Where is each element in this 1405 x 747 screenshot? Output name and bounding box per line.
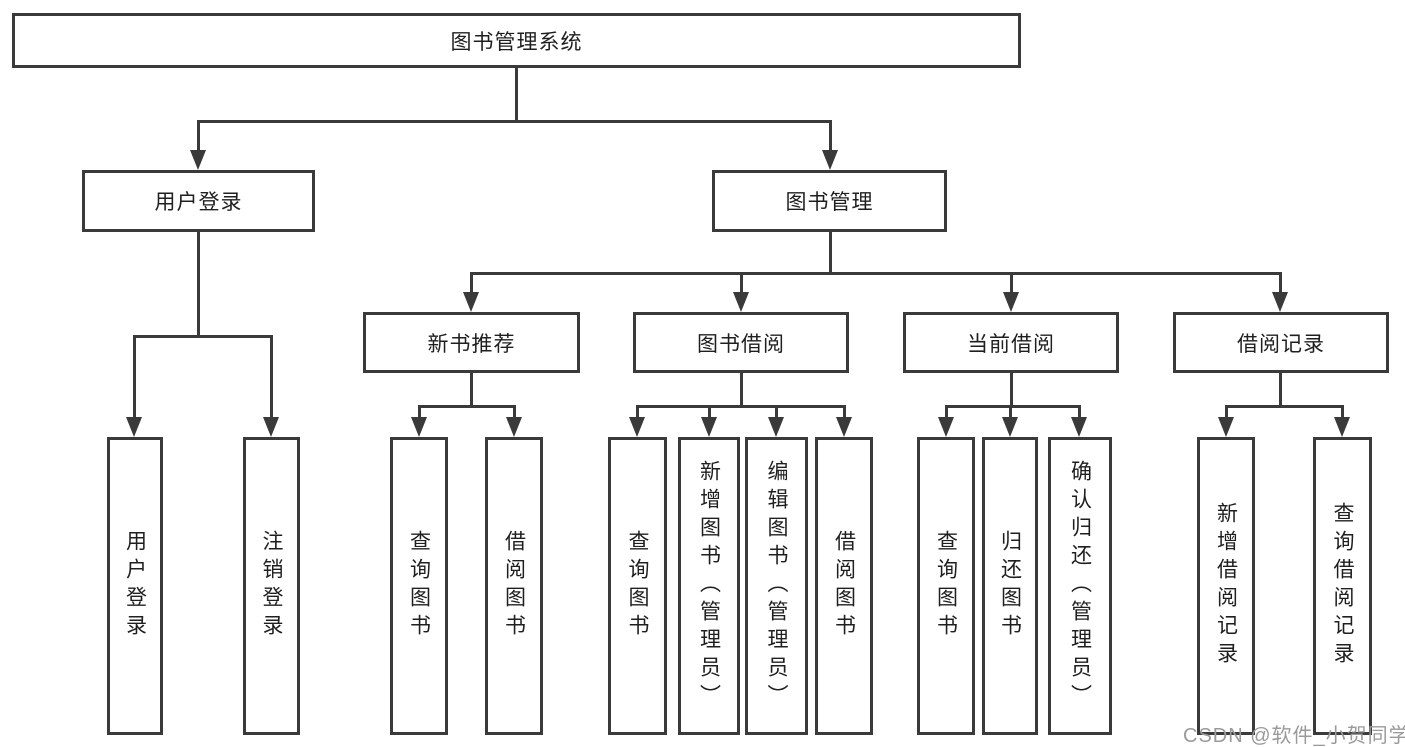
leaf-query-borrow-record: 查询借阅记录	[1313, 437, 1372, 735]
arrow-down-icon	[629, 417, 645, 437]
leaf-add-borrow-record: 新增借阅记录	[1197, 437, 1255, 735]
arrow-down-icon	[938, 417, 954, 437]
connector-stem-leaf	[775, 405, 778, 419]
node-new-book-recommend-label: 新书推荐	[427, 332, 516, 356]
node-borrow-records: 借阅记录	[1173, 312, 1389, 373]
arrow-down-icon	[1071, 417, 1087, 437]
leaf-borrow-edit-admin: 编辑图书（管理员）	[745, 437, 808, 735]
node-book-management: 图书管理	[712, 170, 947, 232]
node-root-library-system: 图书管理系统	[12, 13, 1021, 68]
leaf-query-borrow-record-label: 查询借阅记录	[1331, 502, 1354, 670]
arrow-down-icon	[1218, 417, 1234, 437]
connector-bookmgmt-stub	[829, 232, 832, 275]
leaf-logout: 注销登录	[243, 437, 300, 735]
connector-stem-leaf	[270, 335, 273, 419]
leaf-newbooks-query-label: 查询图书	[407, 530, 431, 642]
leaf-current-query-label: 查询图书	[934, 530, 958, 642]
node-book-borrow: 图书借阅	[633, 312, 849, 373]
connector-stem-leaf	[843, 405, 846, 419]
leaf-return-book-label: 归还图书	[998, 530, 1022, 642]
connector-stem-borrowrecords	[1279, 272, 1282, 294]
connector-stem-bookborrow	[740, 272, 743, 294]
leaf-user-login: 用户登录	[107, 437, 163, 735]
leaf-current-query: 查询图书	[917, 437, 975, 735]
connector-level2-hline	[197, 120, 832, 123]
connector-stem-currentborrow	[1010, 272, 1013, 294]
arrow-down-icon	[411, 417, 427, 437]
node-borrow-records-label: 借阅记录	[1237, 332, 1325, 356]
connector-newbooks-stub	[470, 373, 473, 408]
connector-currentborrow-hline	[945, 405, 1080, 408]
connector-stem-newbooks	[470, 272, 473, 294]
connector-stem-leaf	[1341, 405, 1344, 419]
arrow-down-icon	[463, 292, 479, 312]
leaf-borrow-query: 查询图书	[608, 437, 667, 735]
connector-newbooks-hline	[418, 405, 515, 408]
leaf-borrow-add-admin: 新增图书（管理员）	[678, 437, 740, 735]
arrow-down-icon	[733, 292, 749, 312]
node-current-borrow-label: 当前借阅	[967, 332, 1055, 356]
connector-level3-hline	[470, 272, 1282, 275]
leaf-confirm-return-admin-label: 确认归还（管理员）	[1068, 460, 1092, 712]
arrow-down-icon	[1003, 292, 1019, 312]
arrow-down-icon	[822, 150, 838, 170]
connector-stem-leaf	[513, 405, 516, 419]
leaf-user-login-label: 用户登录	[123, 530, 147, 642]
leaf-borrow-book: 借阅图书	[815, 437, 873, 735]
arrow-down-icon	[126, 417, 142, 437]
connector-currentborrow-stub	[1010, 373, 1013, 408]
connector-userlogin-hline	[133, 335, 273, 338]
arrow-down-icon	[1334, 417, 1350, 437]
leaf-borrow-book-label: 借阅图书	[832, 530, 856, 642]
leaf-return-book: 归还图书	[982, 437, 1038, 735]
node-book-borrow-label: 图书借阅	[697, 332, 785, 356]
leaf-newbooks-query: 查询图书	[390, 437, 448, 735]
connector-stem-leaf	[418, 405, 421, 419]
connector-stem-leaf	[1078, 405, 1081, 419]
leaf-borrow-query-label: 查询图书	[626, 530, 649, 642]
connector-stem-leaf	[1225, 405, 1228, 419]
leaf-borrow-add-admin-label: 新增图书（管理员）	[697, 460, 721, 712]
leaf-add-borrow-record-label: 新增借阅记录	[1214, 502, 1238, 670]
connector-stem-user-login	[197, 120, 200, 152]
node-user-login-label: 用户登录	[154, 191, 243, 214]
leaf-confirm-return-admin: 确认归还（管理员）	[1048, 437, 1112, 735]
connector-stem-leaf	[708, 405, 711, 419]
connector-stem-leaf	[945, 405, 948, 419]
connector-root-stub	[515, 68, 518, 120]
arrow-down-icon	[506, 417, 522, 437]
arrow-down-icon	[701, 417, 717, 437]
node-current-borrow: 当前借阅	[903, 312, 1119, 373]
arrow-down-icon	[836, 417, 852, 437]
leaf-newbooks-borrow-label: 借阅图书	[502, 530, 526, 642]
connector-stem-leaf	[133, 335, 136, 419]
node-user-login: 用户登录	[82, 170, 315, 232]
connector-bookborrow-hline	[636, 405, 845, 408]
leaf-newbooks-borrow: 借阅图书	[485, 437, 543, 735]
connector-stem-leaf	[636, 405, 639, 419]
connector-borrowrecords-hline	[1225, 405, 1343, 408]
connector-userlogin-stub	[197, 232, 200, 338]
arrow-down-icon	[768, 417, 784, 437]
connector-borrowrecords-stub	[1279, 373, 1282, 408]
arrow-down-icon	[190, 150, 206, 170]
connector-stem-leaf	[1009, 405, 1012, 419]
leaf-logout-label: 注销登录	[260, 530, 283, 642]
arrow-down-icon	[1272, 292, 1288, 312]
node-book-management-label: 图书管理	[785, 191, 874, 214]
arrow-down-icon	[1002, 417, 1018, 437]
csdn-watermark: CSDN @软件_小贺同学	[1183, 725, 1405, 747]
connector-stem-book-mgmt	[829, 120, 832, 152]
leaf-borrow-edit-admin-label: 编辑图书（管理员）	[765, 460, 788, 712]
connector-bookborrow-stub	[740, 373, 743, 408]
node-new-book-recommend: 新书推荐	[363, 312, 580, 373]
node-root-label: 图书管理系统	[450, 30, 583, 54]
arrow-down-icon	[263, 417, 279, 437]
